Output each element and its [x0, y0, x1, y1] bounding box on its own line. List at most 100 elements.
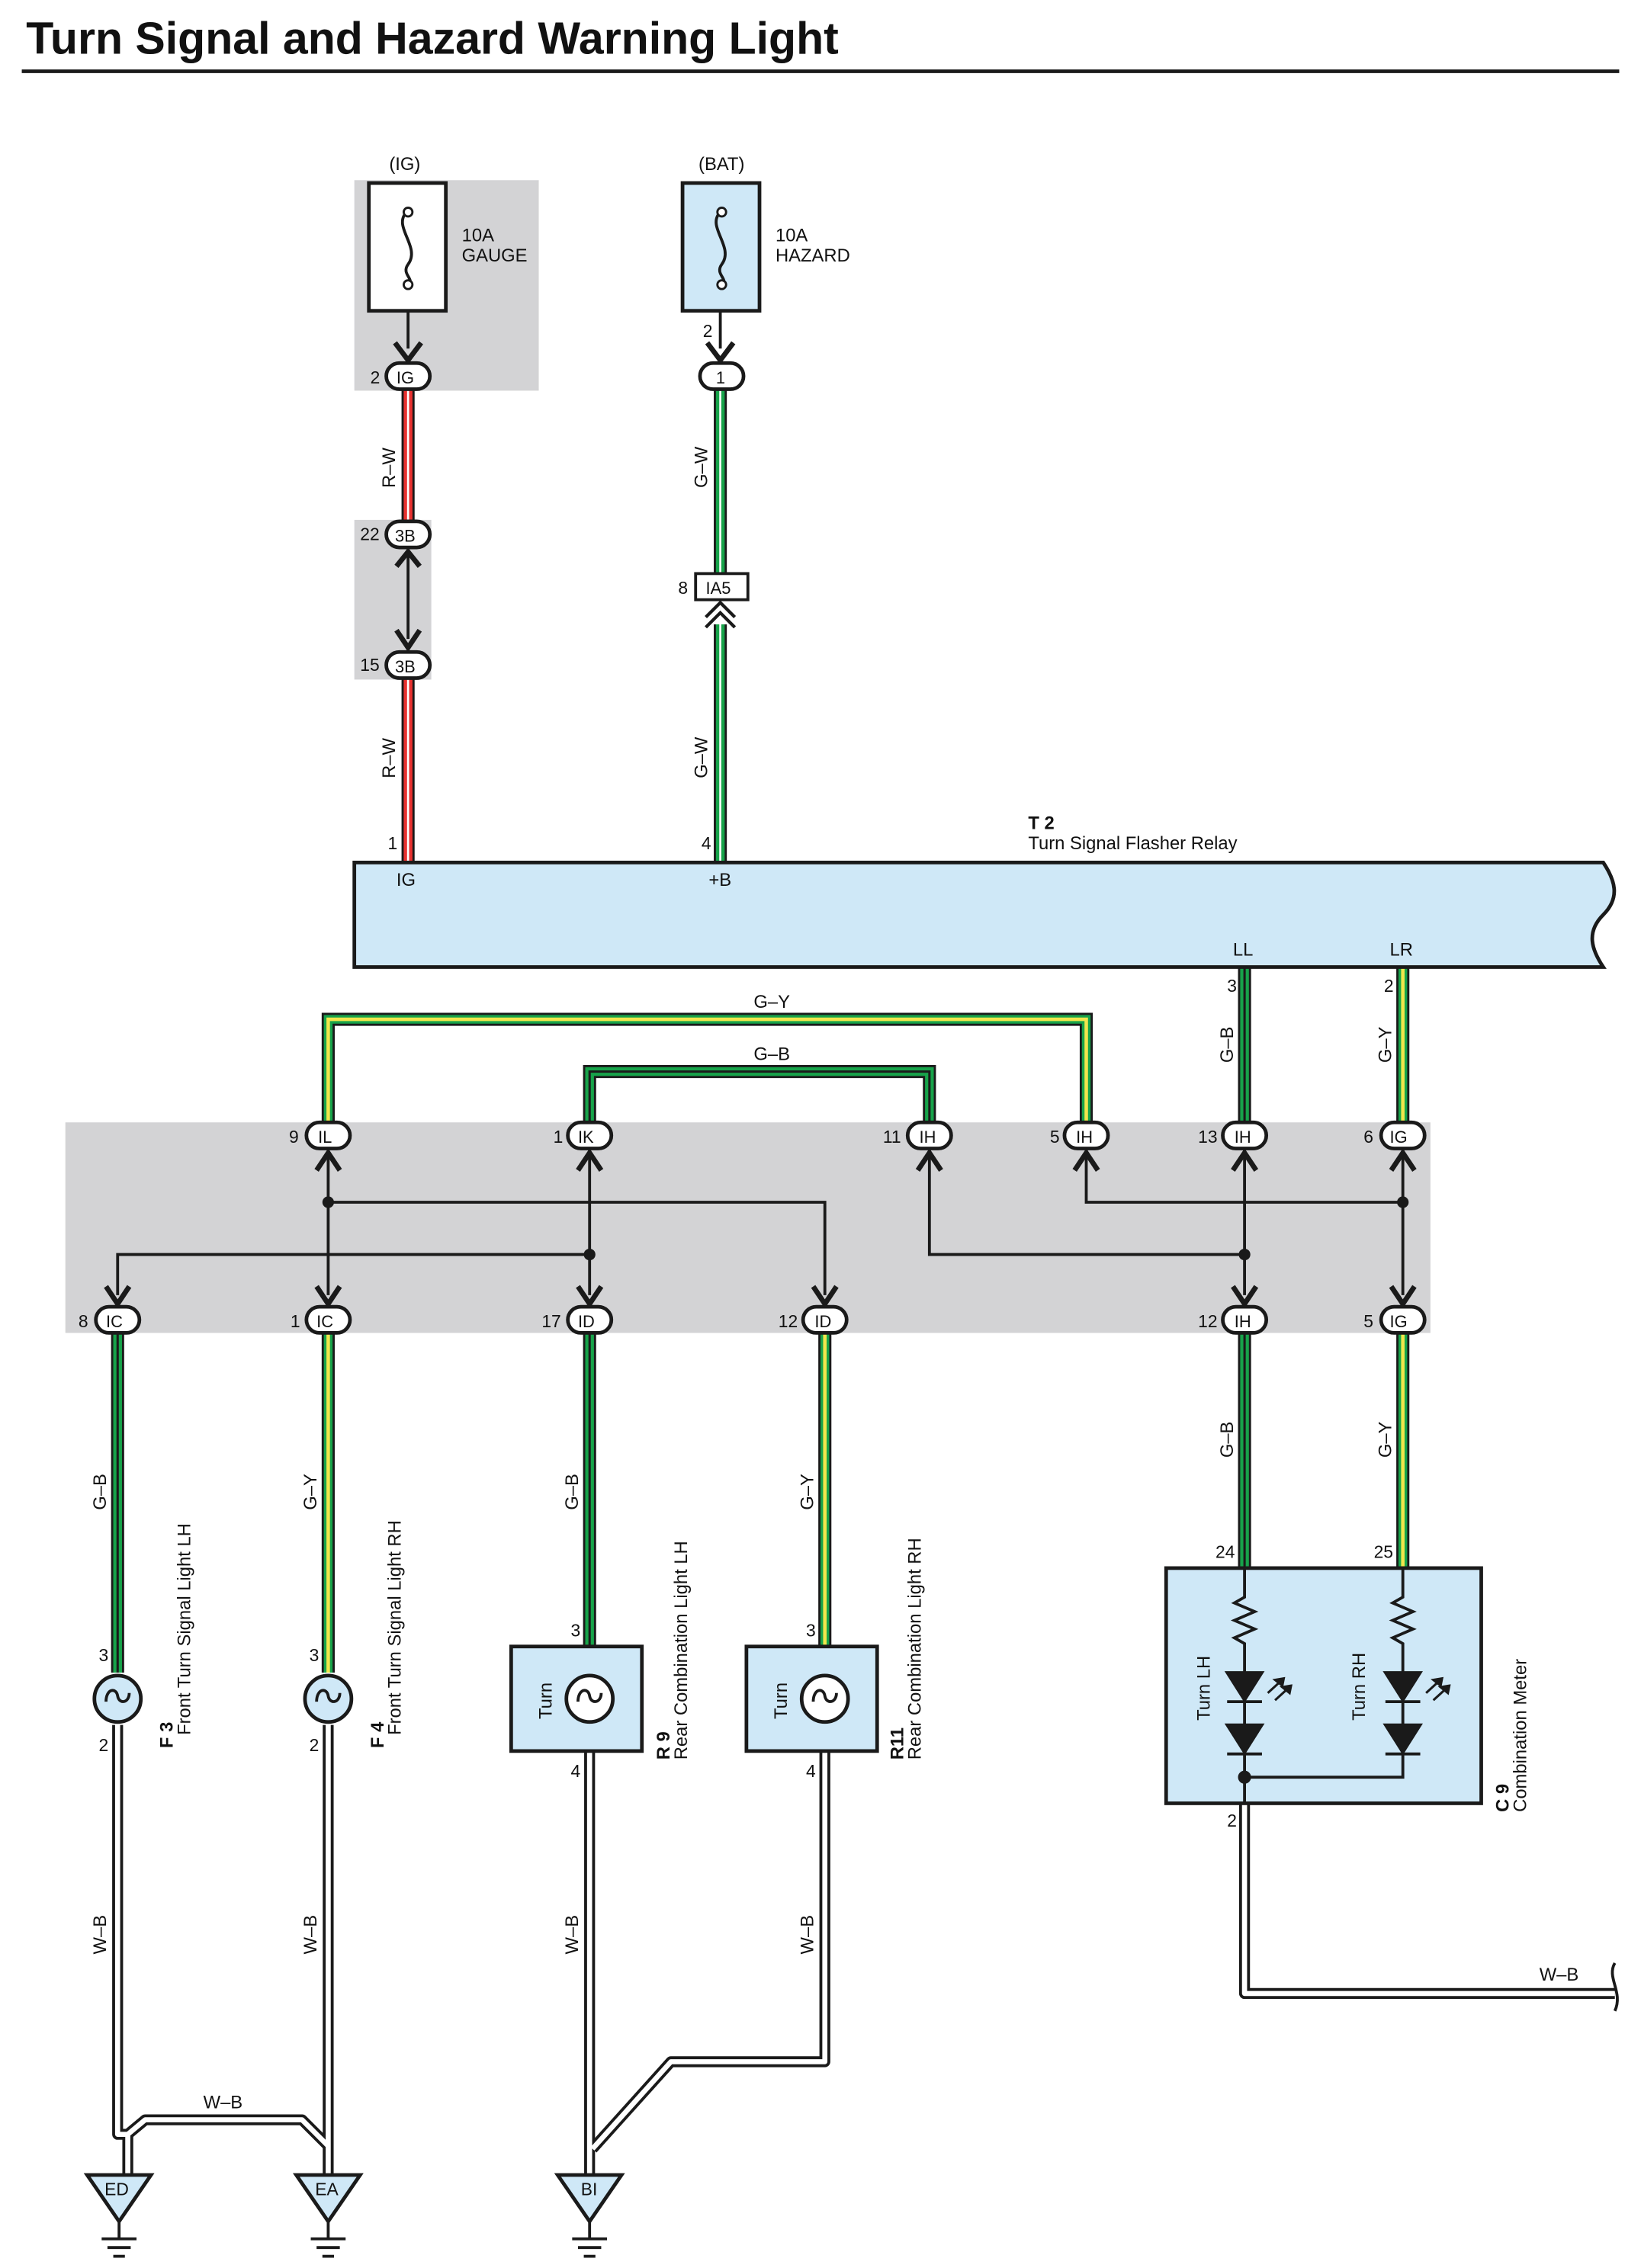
wire-wb-grounds — [112, 1724, 1615, 2175]
jb-pin-17: 17 — [541, 1311, 560, 1331]
chevron-up-icon — [915, 1148, 943, 1172]
jb-pin-11: 11 — [883, 1127, 901, 1147]
fuse-hazard-name: HAZARD — [776, 245, 850, 266]
connector-ig — [384, 361, 432, 391]
wire-label-rw-lower: R–W — [379, 737, 400, 778]
led-icon — [1382, 1671, 1423, 1703]
relay-code: T 2 — [1028, 813, 1054, 834]
chevron-up-icon — [314, 1148, 342, 1172]
connector-ig-label: IG — [397, 368, 414, 387]
ground-ea-label: EA — [315, 2180, 339, 2199]
f3-pin-3: 3 — [99, 1645, 109, 1665]
fuse-gauge-supply: (IG) — [389, 154, 420, 175]
junction-top-connectors — [304, 1120, 1427, 1150]
jb-conn-ig-6: IG — [1390, 1128, 1408, 1147]
chevron-down-icon — [811, 1285, 839, 1309]
chevron-down-icon — [1231, 1285, 1259, 1309]
junction-bottom-connectors — [94, 1304, 1427, 1335]
pin-hazard-2: 2 — [703, 321, 713, 341]
wire-gy-top — [321, 1012, 1093, 1123]
jb-pin-13: 13 — [1198, 1127, 1217, 1147]
chevron-down-icon — [393, 341, 423, 364]
fuse-gauge-name: GAUGE — [462, 245, 528, 266]
chevron-up-icon — [1389, 1148, 1417, 1172]
junction-top-chevrons — [314, 1148, 1417, 1172]
wire-label-rw-upper: R–W — [379, 448, 400, 488]
filament-icon — [315, 1689, 342, 1703]
jb-conn-ik: IK — [578, 1128, 594, 1147]
chevron-down-icon — [705, 341, 736, 364]
relay-term-b: +B — [708, 870, 731, 890]
chevron-down-icon — [394, 628, 422, 653]
f4-pin-2: 2 — [310, 1735, 320, 1755]
jb-conn-ih-12: IH — [1235, 1312, 1251, 1331]
r11-pin-4: 4 — [806, 1761, 816, 1781]
wire-label-gy-lr: G–Y — [1375, 1026, 1395, 1063]
jb-pin-12b: 12 — [1198, 1311, 1217, 1331]
r9-name: Rear Combination Light LH — [671, 1541, 692, 1760]
jb-conn-ig-5: IG — [1390, 1312, 1408, 1331]
wire-label-wb-meter: W–B — [1540, 1965, 1579, 1985]
relay-pin-3: 3 — [1227, 976, 1237, 996]
relay-term-ll: LL — [1233, 939, 1253, 960]
wire-label-gb-top: G–B — [753, 1044, 790, 1064]
chevron-down-icon — [104, 1285, 132, 1309]
fuse-gauge-icon — [400, 210, 413, 286]
connector-3b-lower — [384, 650, 432, 680]
wire-label-gy-top: G–Y — [753, 992, 790, 1012]
wire-label-wb-r11: W–B — [797, 1915, 817, 1955]
r9-code: R 9 — [654, 1731, 674, 1760]
chevron-up-icon — [705, 600, 737, 629]
jb-conn-il: IL — [318, 1128, 332, 1147]
pin-3b-22: 22 — [360, 524, 379, 544]
connector-3b-lower-label: 3B — [395, 657, 416, 676]
splice-points — [322, 1196, 1409, 1261]
relay-term-lr: LR — [1390, 939, 1413, 960]
relay-pin-4: 4 — [702, 833, 711, 853]
jb-pin-9: 9 — [289, 1127, 299, 1147]
wire-break-icon — [1610, 1962, 1619, 2012]
meter-name: Combination Meter — [1511, 1659, 1531, 1812]
relay-pin-2: 2 — [1384, 976, 1394, 996]
resistor-icon — [1389, 1567, 1417, 1673]
meter-pin-2: 2 — [1227, 1811, 1237, 1830]
junction-block — [65, 1122, 1431, 1333]
connector-3b-upper-label: 3B — [395, 526, 416, 545]
wire-label-gw-upper: G–W — [691, 446, 711, 488]
jb-conn-id-12: ID — [814, 1312, 831, 1331]
resistor-icon — [1230, 1567, 1259, 1673]
ground-ed — [83, 2173, 155, 2258]
pin-3b-15: 15 — [360, 655, 379, 675]
wire-label-wb-r9: W–B — [562, 1915, 583, 1955]
jb-conn-ih-13: IH — [1235, 1128, 1251, 1147]
r11-name: Rear Combination Light RH — [904, 1538, 925, 1760]
chevron-down-icon — [1389, 1285, 1417, 1309]
f3-code: F 3 — [157, 1722, 178, 1748]
wire-label-gw-lower: G–W — [691, 736, 711, 778]
junction-bottom-chevrons — [104, 1285, 1417, 1309]
led-icon — [1224, 1671, 1265, 1703]
f4-name: Front Turn Signal Light RH — [385, 1520, 406, 1735]
pin-ig-2: 2 — [371, 367, 381, 387]
f4-pin-3: 3 — [310, 1645, 320, 1665]
wire-label-gy-f4: G–Y — [300, 1474, 321, 1510]
relay-name: Turn Signal Flasher Relay — [1028, 833, 1237, 854]
jb-pin-5b: 5 — [1363, 1311, 1373, 1331]
ground-ed-label: ED — [104, 2180, 129, 2199]
jb-pin-6: 6 — [1363, 1127, 1373, 1147]
meter-diodes — [1224, 1671, 1423, 1784]
junction-internal-wiring — [116, 1147, 1405, 1295]
diode-icon — [1382, 1723, 1423, 1756]
light-emission-icon — [1267, 1676, 1451, 1702]
ground-ea — [292, 2173, 364, 2258]
fuse-gauge-rating: 10A — [462, 225, 494, 245]
wire-label-gb-ll: G–B — [1217, 1027, 1238, 1063]
jb-conn-ih-5: IH — [1076, 1128, 1093, 1147]
ground-icon — [83, 2173, 155, 2225]
fuse-hazard-supply: (BAT) — [698, 154, 744, 175]
relay-term-ig: IG — [397, 870, 416, 890]
r9-pin-3: 3 — [570, 1620, 580, 1640]
meter-code: C 9 — [1493, 1784, 1514, 1812]
wire-label-gy-r11: G–Y — [797, 1474, 817, 1510]
